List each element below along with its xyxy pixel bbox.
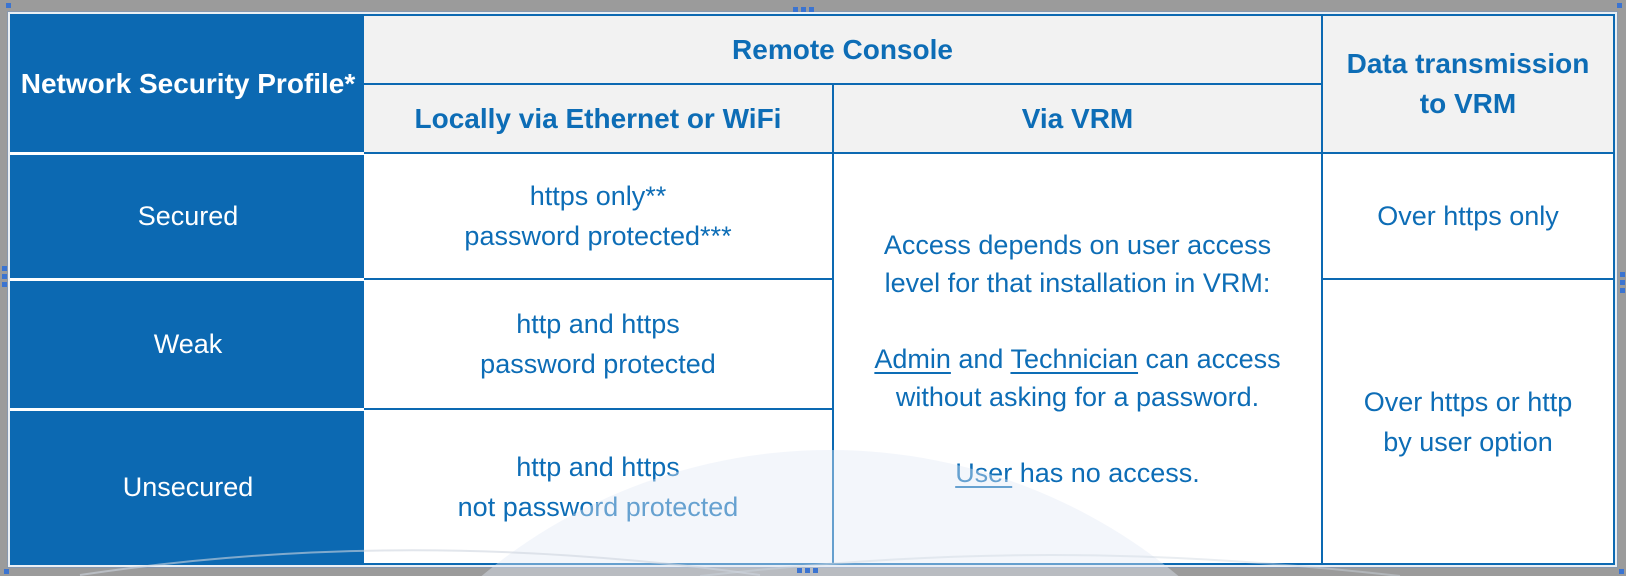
cell-weak-local-line1: http and https	[516, 309, 680, 339]
cell-weak-local-line2: password protected	[480, 349, 716, 379]
vrm-and-text: and	[950, 343, 1011, 374]
vrm-admin-link: Admin	[874, 343, 951, 374]
selection-handle-left-middle[interactable]	[2, 282, 7, 287]
cell-secured-local-line1: https only**	[529, 181, 667, 211]
vrm-access-line2: level for that installation in VRM:	[884, 267, 1271, 298]
cell-unsecured-local-line2: not password protected	[457, 491, 739, 522]
selection-handle-top-right[interactable]	[1617, 3, 1622, 8]
header-network-security-profile: Network Security Profile*	[11, 15, 364, 155]
vrm-user-link: User	[955, 457, 1013, 488]
cell-secured-local-line2: password protected***	[464, 221, 732, 251]
row-label-unsecured: Unsecured	[11, 409, 364, 564]
row-label-secured: Secured	[11, 153, 364, 281]
vrm-user-line: User has no access.	[955, 454, 1200, 492]
vrm-technician-link: Technician	[1010, 343, 1139, 374]
selection-handle-bottom-center[interactable]	[813, 568, 818, 573]
cell-secured-local: https only** password protected***	[364, 153, 833, 280]
vrm-access-line1: Access depends on user access	[883, 229, 1272, 260]
vrm-can-access-text: can access	[1138, 343, 1281, 374]
selection-handle-right-middle[interactable]	[1620, 288, 1625, 293]
selection-handle-left-middle[interactable]	[2, 274, 7, 279]
network-security-table: Network Security Profile* Remote Console…	[10, 14, 1615, 565]
selection-handle-top-center[interactable]	[809, 7, 814, 12]
selection-handle-bottom-left[interactable]	[4, 569, 9, 574]
vrm-admin-line: Admin and Technician can access	[874, 340, 1280, 378]
subheader-via-vrm: Via VRM	[832, 84, 1322, 154]
cell-merged-transmission: Over https or http by user option	[1321, 279, 1614, 564]
header-data-transmission: Data transmission to VRM	[1321, 15, 1614, 154]
cell-unsecured-local-line1: http and https	[516, 451, 680, 482]
row-label-weak: Weak	[11, 279, 364, 411]
cell-via-vrm-access: Access depends on user access level for …	[832, 153, 1322, 564]
selection-handle-top-center[interactable]	[793, 7, 798, 12]
header-remote-console: Remote Console	[364, 15, 1322, 85]
cell-weak-local: http and https password protected	[364, 279, 833, 410]
cell-merged-transmission-line2: by user option	[1383, 426, 1553, 457]
vrm-no-access-text: has no access.	[1012, 457, 1200, 488]
selection-handle-left-middle[interactable]	[2, 266, 7, 271]
selection-handle-top-center[interactable]	[801, 7, 806, 12]
selection-handle-bottom-center[interactable]	[797, 568, 802, 573]
cell-secured-transmission: Over https only	[1321, 153, 1614, 280]
cell-unsecured-local: http and https not password protected	[364, 409, 833, 564]
selection-handle-right-middle[interactable]	[1620, 280, 1625, 285]
selection-handle-right-middle[interactable]	[1620, 272, 1625, 277]
selection-handle-top-left[interactable]	[6, 3, 11, 8]
security-profile-table[interactable]: Network Security Profile* Remote Console…	[10, 14, 1615, 565]
selection-handle-bottom-center[interactable]	[805, 568, 810, 573]
subheader-locally-ethernet-wifi: Locally via Ethernet or WiFi	[364, 84, 833, 154]
selection-handle-bottom-right[interactable]	[1619, 569, 1624, 574]
vrm-password-line: without asking for a password.	[895, 381, 1260, 412]
cell-merged-transmission-line1: Over https or http	[1363, 386, 1573, 417]
